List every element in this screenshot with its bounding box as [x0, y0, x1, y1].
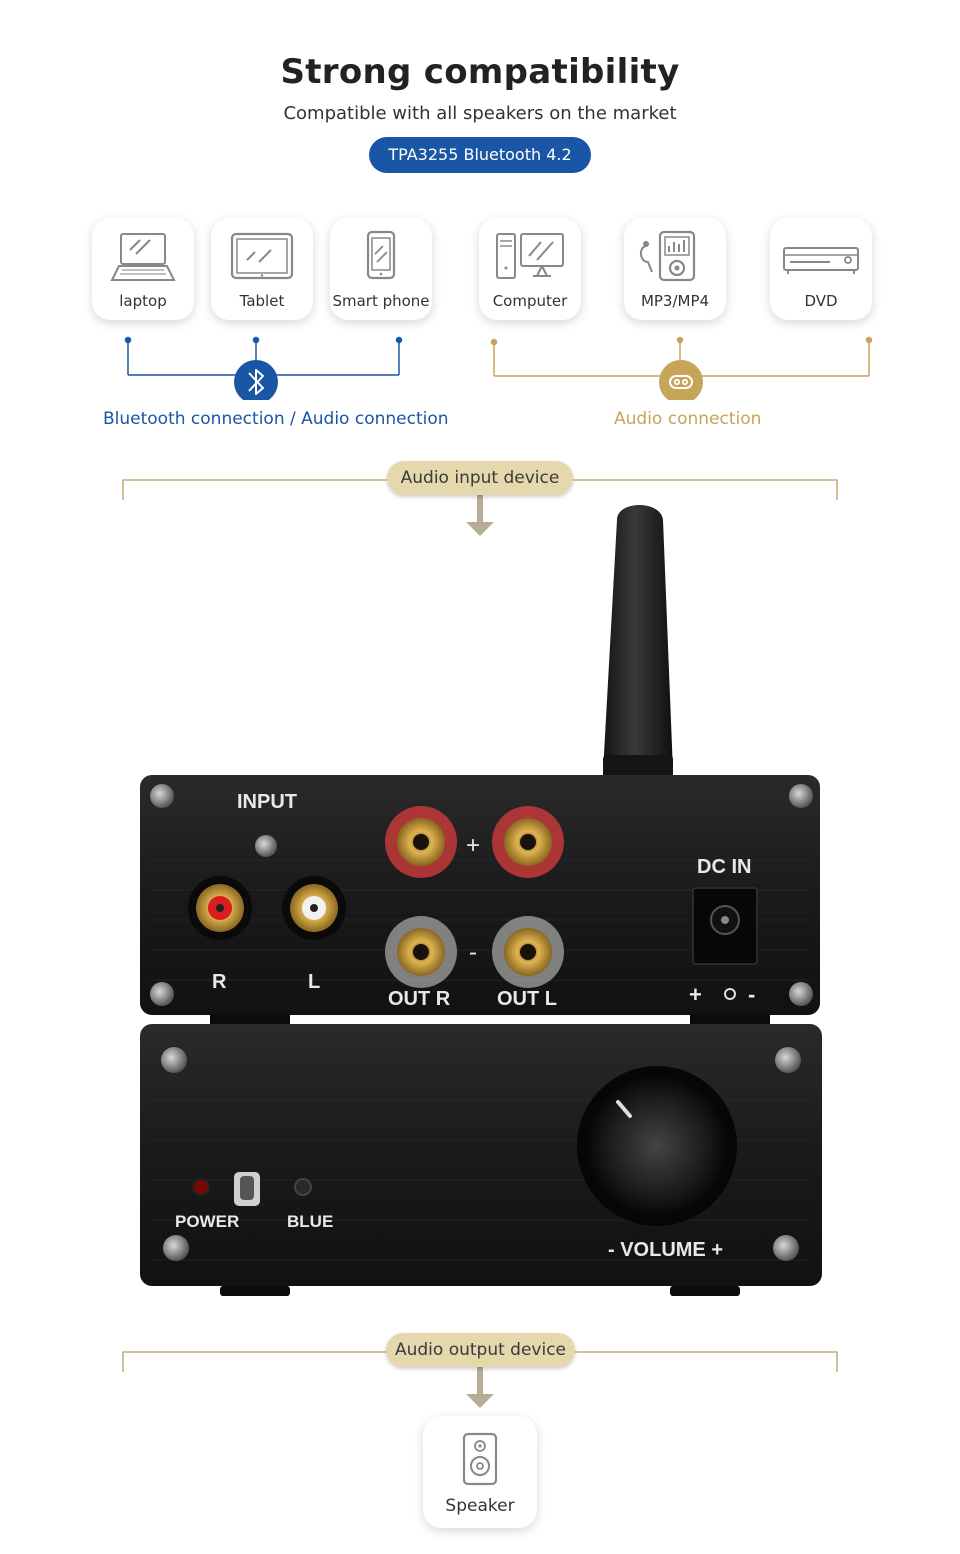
speaker-icon [462, 1432, 498, 1486]
device-label: Smart phone [332, 292, 430, 310]
connection-lines [124, 336, 873, 400]
volume-label: - VOLUME + [608, 1239, 723, 1261]
laptop-icon [110, 233, 176, 281]
page-title: Strong compatibility [280, 52, 680, 92]
device-label: Computer [492, 292, 568, 310]
device-card-laptop: laptop [92, 218, 194, 320]
minus-label: - [469, 939, 477, 966]
input-label: INPUT [237, 791, 297, 813]
device-card-smartphone: Smart phone [330, 218, 432, 320]
chip-badge: TPA3255 Bluetooth 4.2 [369, 137, 591, 173]
tablet-icon [230, 232, 294, 280]
bluetooth-connection-label: Bluetooth connection / Audio connection [103, 409, 449, 429]
svg-text:-: - [748, 982, 755, 1007]
blue-label: BLUE [287, 1212, 333, 1231]
device-card-computer: Computer [479, 218, 581, 320]
l-label: L [308, 971, 320, 993]
audio-input-badge: Audio input device [387, 461, 573, 495]
power-label: POWER [175, 1212, 239, 1231]
computer-icon [496, 233, 564, 279]
out-l-label: OUT L [497, 988, 557, 1010]
back-panel [140, 775, 820, 1015]
antenna [603, 505, 673, 772]
speaker-card: Speaker [423, 1416, 537, 1528]
smartphone-icon [366, 230, 396, 280]
audio-connection-label: Audio connection [614, 409, 762, 429]
device-label: laptop [119, 292, 167, 310]
speaker-label: Speaker [445, 1496, 515, 1516]
svg-text:+: + [689, 982, 702, 1007]
r-label: R [212, 971, 227, 993]
input-bracket [122, 479, 838, 536]
device-label: MP3/MP4 [640, 292, 710, 310]
audio-output-badge: Audio output device [386, 1333, 575, 1367]
mp3-player-icon [640, 230, 696, 282]
device-label: DVD [804, 292, 838, 310]
device-card-mp3: MP3/MP4 [624, 218, 726, 320]
volume-knob [585, 1074, 729, 1218]
dvd-player-icon [783, 247, 859, 274]
blue-led [294, 1178, 312, 1196]
out-r-label: OUT R [388, 988, 451, 1010]
audio-jack-icon [659, 360, 703, 400]
plus-label: + [466, 832, 480, 859]
output-bracket [122, 1351, 838, 1408]
page-subtitle: Compatible with all speakers on the mark… [283, 103, 677, 124]
bluetooth-icon [234, 360, 278, 400]
amplifier-image: INPUT R L + - OUT R OUT L DC IN + - POWE… [140, 505, 822, 1296]
device-card-dvd: DVD [770, 218, 872, 320]
device-label: Tablet [239, 292, 285, 310]
device-card-tablet: Tablet [211, 218, 313, 320]
power-led [192, 1178, 210, 1196]
dc-in-label: DC IN [697, 856, 751, 878]
